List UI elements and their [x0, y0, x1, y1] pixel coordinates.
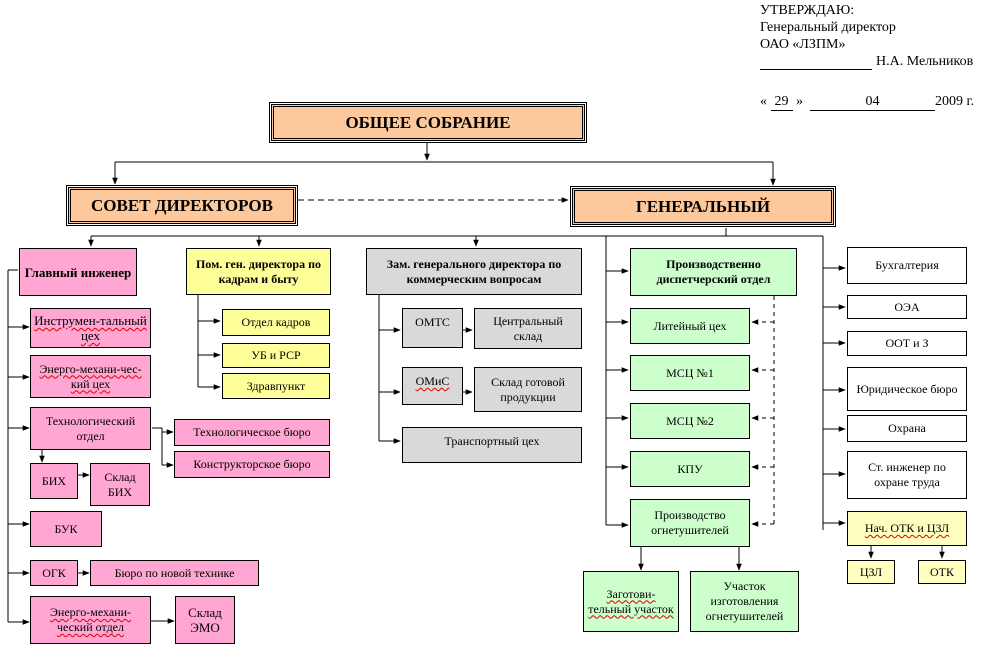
extinguisher-production-box[interactable]: Производство огнетушителей [630, 499, 750, 547]
procurement-section-label: Заготови-тельный участок [588, 586, 674, 616]
date-year: 2009 г. [935, 94, 975, 109]
emo-warehouse-box[interactable]: Склад ЭМО [175, 596, 235, 644]
first-aid-box[interactable]: Здравпункт [222, 373, 330, 399]
tool-shop-box[interactable]: Инструмен-тальный цех [30, 308, 151, 348]
omis-label: ОМиС [415, 374, 450, 388]
energy-mech-shop-label: Энерго-механи-чес-кий цех [39, 361, 142, 391]
board-of-directors-box[interactable]: СОВЕТ ДИРЕКТОРОВ [66, 185, 298, 226]
ub-rsr-box[interactable]: УБ и РСР [222, 343, 330, 368]
oea-box[interactable]: ОЭА [847, 295, 967, 319]
approval-signature-row: Н.А. Мельников [760, 53, 973, 70]
extinguisher-manufacturing-box[interactable]: Участок изготовления огнетушителей [690, 571, 799, 632]
otk-czl-head-box[interactable]: Нач. ОТК и ЦЗЛ [847, 511, 967, 546]
approval-company: ОАО «ЛЗПМ» [760, 37, 846, 52]
design-bureau-box[interactable]: Конструкторское бюро [174, 451, 330, 478]
procurement-section-box[interactable]: Заготови-тельный участок [583, 571, 679, 632]
general-director-box[interactable]: ГЕНЕРАЛЬНЫЙ [570, 186, 836, 227]
production-dispatch-box[interactable]: Производственно диспетчерский отдел [630, 248, 797, 296]
otk-box[interactable]: ОТК [918, 560, 966, 584]
msc2-box[interactable]: МСЦ №2 [630, 403, 750, 439]
personnel-dept-box[interactable]: Отдел кадров [222, 309, 330, 336]
tech-department-box[interactable]: Технологический отдел [30, 407, 151, 450]
approval-position: Генеральный директор [760, 20, 896, 35]
date-quote-close: » [796, 94, 803, 109]
otk-czl-head-label: Нач. ОТК и ЦЗЛ [864, 521, 950, 535]
approval-signatory: Н.А. Мельников [876, 54, 974, 69]
finished-goods-warehouse-box[interactable]: Склад готовой продукции [474, 367, 582, 412]
transport-shop-box[interactable]: Транспортный цех [402, 427, 582, 463]
energy-mech-dept-box[interactable]: Энерго-механи-ческий отдел [30, 596, 151, 644]
date-quote-open: « [760, 94, 767, 109]
chief-engineer-box[interactable]: Главный инженер [19, 248, 137, 296]
signature-line [760, 57, 872, 70]
msc1-box[interactable]: МСЦ №1 [630, 355, 750, 391]
accounting-box[interactable]: Бухгалтерия [847, 247, 967, 284]
tool-shop-label: Инструмен-тальный цех [34, 313, 147, 343]
ogk-box[interactable]: ОГК [30, 560, 78, 586]
approval-title: УТВЕРЖДАЮ: [760, 3, 855, 18]
approval-block: УТВЕРЖДАЮ: Генеральный директор ОАО «ЛЗП… [760, 2, 973, 70]
date-month: 04 [810, 94, 935, 111]
bih-box[interactable]: БИХ [30, 463, 78, 499]
security-box[interactable]: Охрана [847, 415, 967, 442]
safety-engineer-box[interactable]: Ст. инженер по охране труда [847, 451, 967, 499]
bih-warehouse-box[interactable]: Склад БИХ [90, 463, 150, 506]
energy-mech-dept-label: Энерго-механи-ческий отдел [49, 605, 132, 634]
energy-mech-shop-box[interactable]: Энерго-механи-чес-кий цех [30, 355, 151, 398]
buk-box[interactable]: БУК [30, 511, 102, 547]
czl-box[interactable]: ЦЗЛ [847, 560, 895, 584]
date-day: 29 [770, 94, 793, 111]
central-warehouse-box[interactable]: Центральный склад [474, 308, 582, 349]
omts-box[interactable]: ОМТС [402, 308, 463, 348]
legal-bureau-box[interactable]: Юридическое бюро [847, 367, 967, 411]
oot-z-box[interactable]: ООТ и З [847, 331, 967, 356]
omis-box[interactable]: ОМиС [402, 367, 463, 405]
tech-bureau-box[interactable]: Технологическое бюро [174, 419, 330, 446]
kpu-box[interactable]: КПУ [630, 451, 750, 487]
foundry-box[interactable]: Литейный цех [630, 308, 750, 344]
hr-assistant-box[interactable]: Пом. ген. директора по кадрам и быту [186, 248, 331, 295]
general-meeting-box[interactable]: ОБЩЕЕ СОБРАНИЕ [269, 102, 587, 143]
commercial-deputy-box[interactable]: Зам. генерального директора по коммерчес… [366, 248, 582, 295]
new-tech-bureau-box[interactable]: Бюро по новой технике [90, 560, 259, 586]
